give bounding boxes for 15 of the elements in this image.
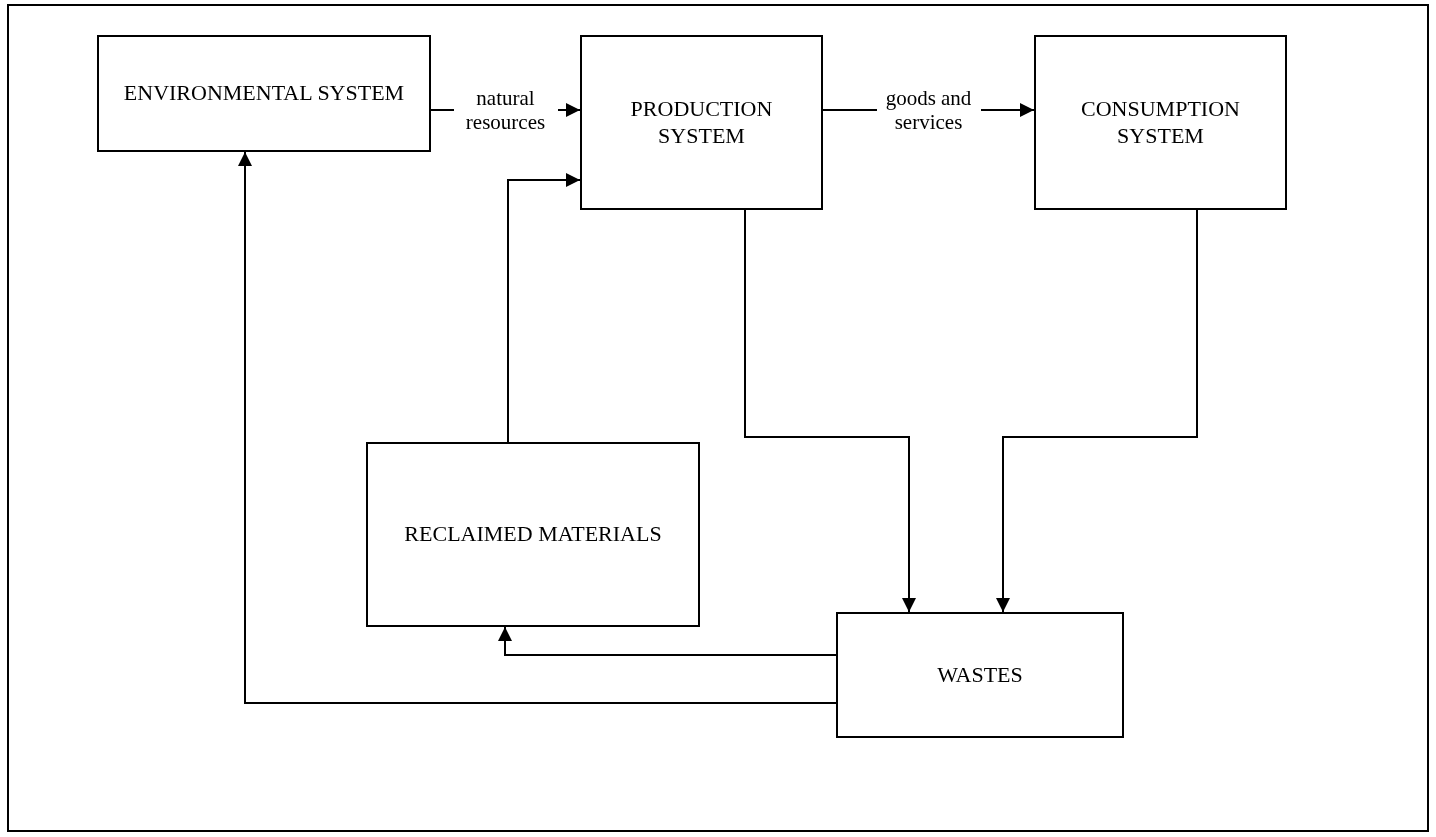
box-label: CONSUMPTION SYSTEM [1080,96,1241,149]
arrow [996,209,1198,613]
system-box [836,612,1124,738]
box-label: RECLAIMED MATERIALS [403,521,663,548]
system-box [580,35,823,210]
arrow [238,151,837,704]
arrow [744,209,916,613]
system-box [1034,35,1287,210]
arrow [498,626,837,656]
box-label: ENVIRONMENTAL SYSTEM [122,80,406,107]
box-label: PRODUCTION SYSTEM [629,96,774,149]
system-box [366,442,700,627]
box-label: WASTES [936,661,1024,689]
arrow [507,173,581,443]
system-box [97,35,431,152]
